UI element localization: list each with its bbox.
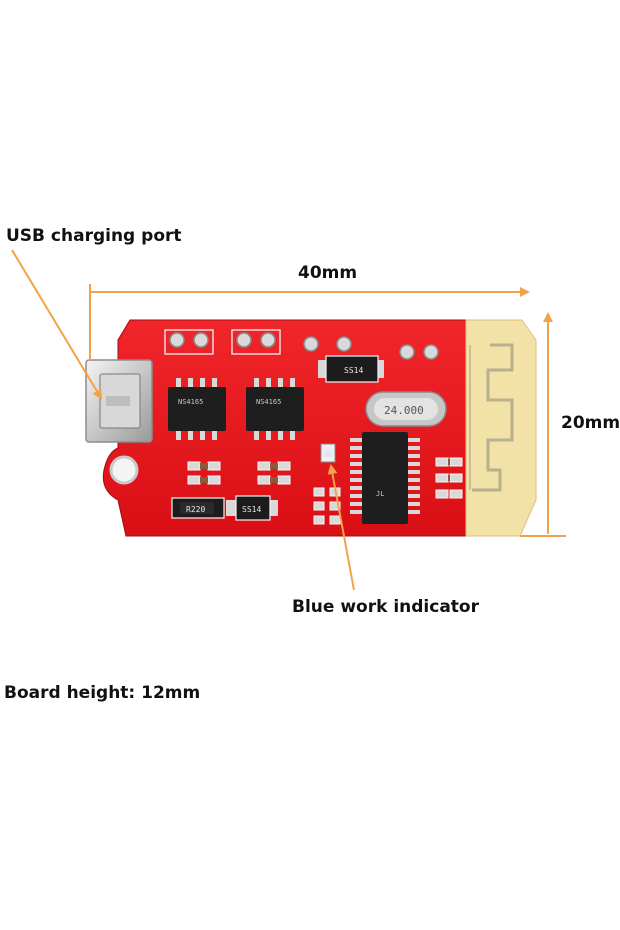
bt-chip: JL — [350, 432, 420, 524]
blue-work-indicator-label: Blue work indicator — [292, 597, 479, 617]
resistor-marking: R220 — [186, 505, 205, 514]
height-dimension-label: 20mm — [561, 413, 620, 433]
diode-top: SS14 — [318, 355, 384, 383]
width-dimension-label: 40mm — [298, 263, 358, 283]
amp-chip-1-marking: NS4165 — [178, 398, 203, 406]
crystal-marking: 24.000 — [384, 404, 424, 417]
diode-bottom-marking: SS14 — [242, 505, 261, 514]
diode-bottom: SS14 — [226, 495, 278, 521]
diode-top-marking: SS14 — [344, 366, 363, 375]
indicator-pointer-arrow — [327, 464, 355, 591]
crystal: 24.000 — [365, 391, 447, 427]
height-dimension — [520, 312, 566, 537]
amp-chip-2-marking: NS4165 — [256, 398, 281, 406]
bt-chip-logo: JL — [376, 490, 384, 498]
top-pads — [169, 332, 439, 360]
usb-pointer-arrow — [11, 249, 103, 400]
amp-chip-2: NS4165 — [246, 378, 304, 440]
blue-led — [320, 443, 336, 463]
usb-port-icon — [85, 359, 153, 443]
width-dimension — [89, 284, 530, 360]
antenna-area — [465, 319, 537, 537]
usb-charging-port-label: USB charging port — [6, 226, 182, 246]
smd-components — [187, 457, 463, 525]
mounting-hole-icon — [109, 455, 139, 485]
board-height-label: Board height: 12mm — [4, 683, 201, 703]
resistor: R220 — [171, 497, 225, 519]
antenna-trace-icon — [472, 343, 514, 492]
amp-chip-1: NS4165 — [168, 378, 226, 440]
